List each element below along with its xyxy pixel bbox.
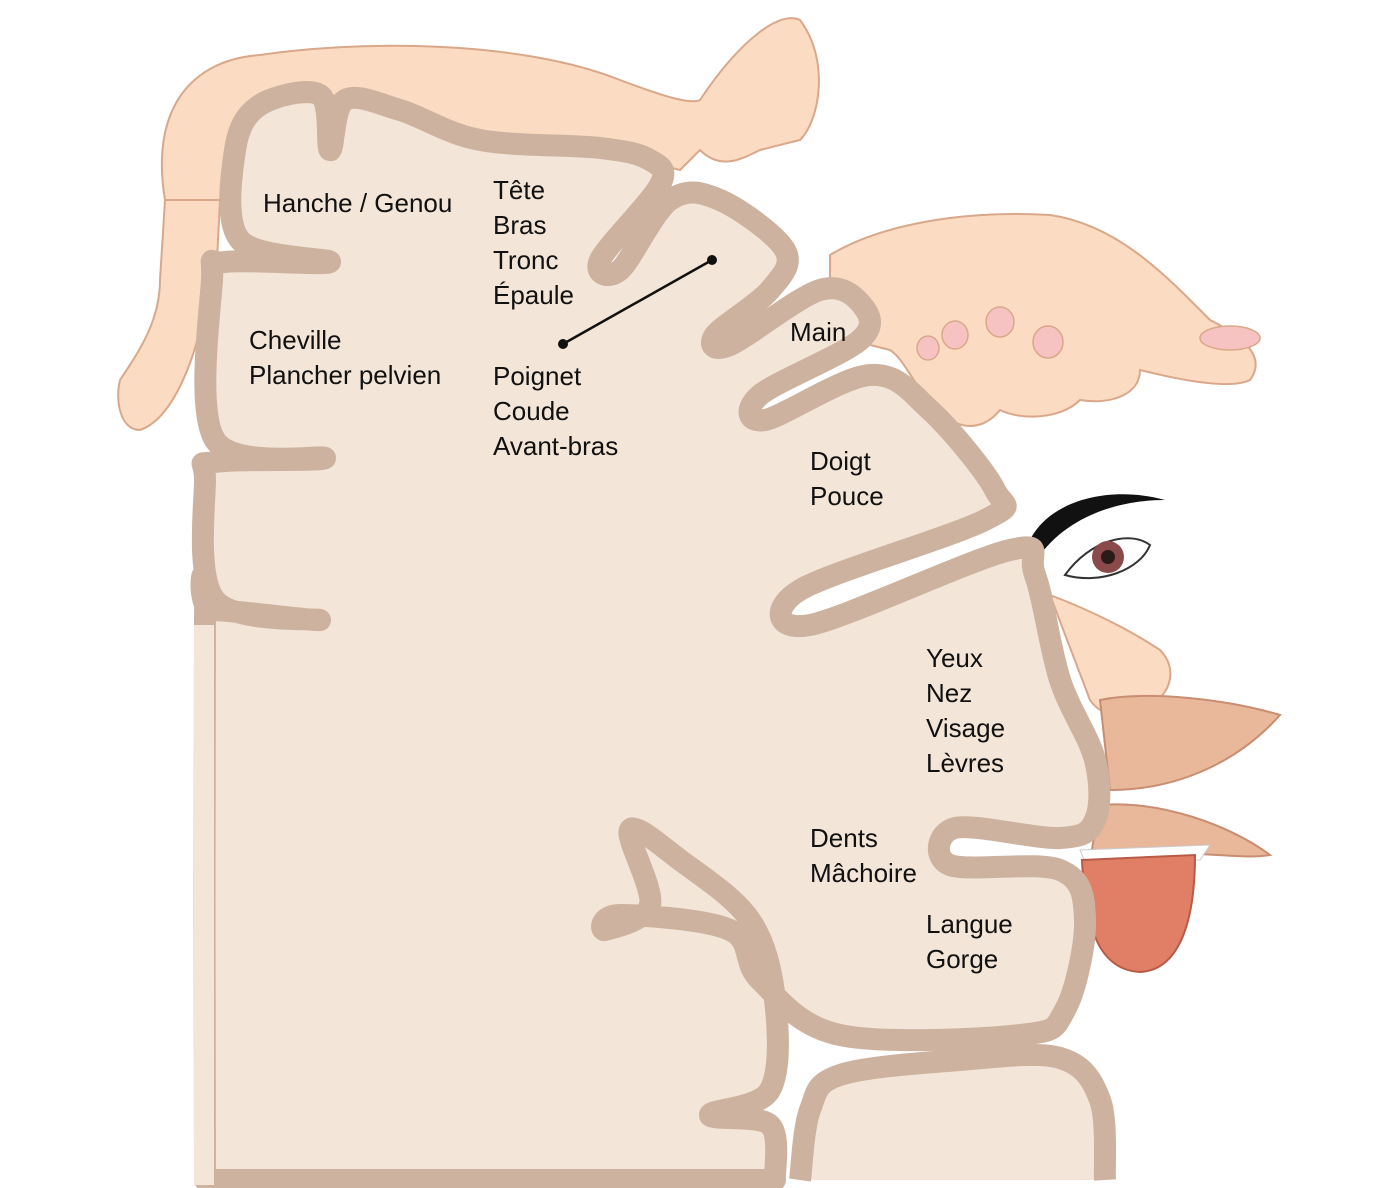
eyebrow-illustration — [1030, 494, 1165, 555]
pupil-icon — [1101, 550, 1115, 564]
pointer-dot — [558, 339, 568, 349]
cortex-gyri — [190, 81, 1111, 1188]
upper-lip-illustration — [1098, 694, 1282, 792]
foot-illustration — [117, 199, 222, 432]
pointer-line — [562, 258, 713, 346]
label-hip-knee: Hanche / Genou — [263, 188, 453, 218]
cortex-cut-edge — [194, 625, 214, 1185]
cortex-lower-gyrus — [789, 1043, 1117, 1182]
tongue-illustration — [1080, 853, 1197, 974]
label-hand: Main — [790, 317, 847, 347]
pointer-dot — [707, 255, 717, 265]
fingernails — [916, 306, 1261, 361]
